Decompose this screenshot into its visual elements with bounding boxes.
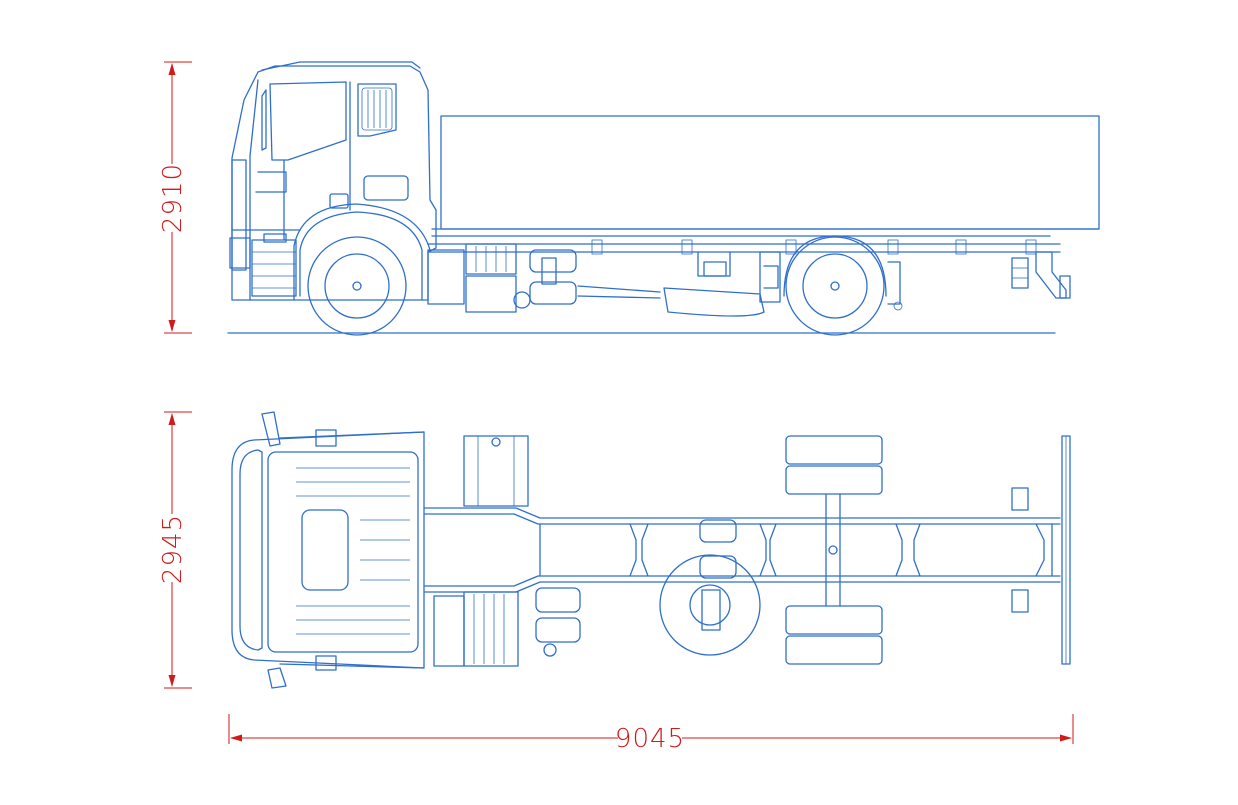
truck-side-view	[227, 61, 1100, 336]
chassis-frame-side	[427, 239, 1061, 255]
dimension-label-9045: 9045	[615, 724, 685, 754]
spare-wheel-top	[659, 519, 761, 656]
dimension-height-side: 2910	[158, 61, 192, 334]
rear-end-top	[1011, 435, 1071, 665]
dimension-width-top: 2945	[158, 411, 192, 689]
drivetrain-side	[427, 243, 781, 317]
front-wheel-side	[307, 236, 407, 336]
cab-side	[229, 61, 437, 301]
truck-top-view	[231, 411, 1071, 689]
rear-underrun-side	[1011, 251, 1071, 299]
dimension-label-2910: 2910	[158, 163, 188, 233]
rear-wheel-side	[783, 235, 903, 336]
fuel-tanks-top	[433, 435, 581, 667]
chassis-frame-top	[423, 507, 1061, 593]
rear-axle-top	[785, 435, 883, 665]
dimension-label-2945: 2945	[158, 514, 188, 584]
cab-top	[231, 411, 425, 689]
dimension-length: 9045	[228, 714, 1074, 754]
cargo-box	[431, 115, 1100, 237]
